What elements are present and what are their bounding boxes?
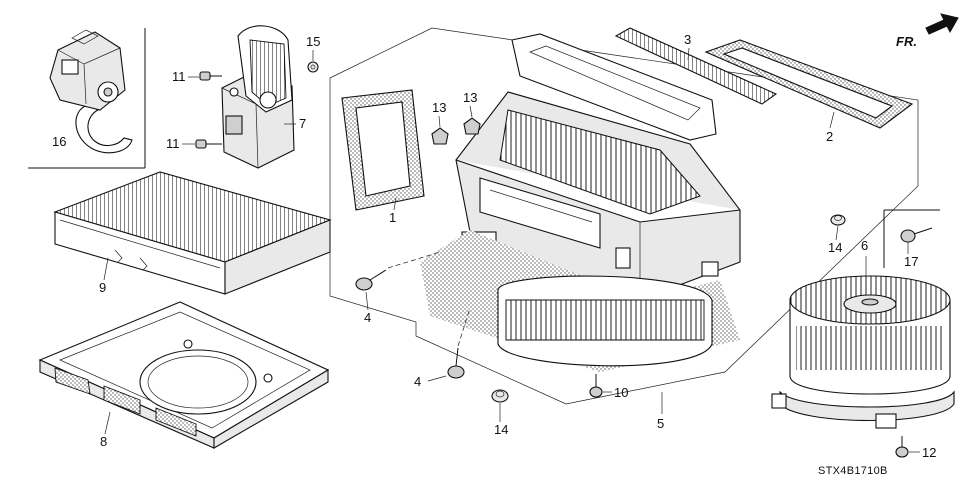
blower-housing[interactable]: [420, 33, 741, 372]
callout-14-upper: 14: [828, 240, 842, 255]
callout-16: 16: [52, 134, 66, 149]
part-14-nut-upper[interactable]: [830, 214, 846, 226]
callout-11-upper: 11: [172, 69, 186, 84]
callout-17: 17: [904, 254, 918, 269]
part-13-clip-left[interactable]: [431, 127, 449, 145]
part-15-clip[interactable]: [307, 61, 319, 73]
leader-9: [103, 257, 109, 281]
part-12-screw[interactable]: [895, 436, 909, 458]
direction-label: FR.: [896, 34, 917, 49]
inset-box-16: [28, 28, 146, 169]
callout-5: 5: [657, 416, 664, 431]
callout-13-right: 13: [463, 90, 477, 105]
part-16-mode-motor[interactable]: [49, 29, 133, 154]
callout-6: 6: [861, 238, 868, 253]
part-11-screw-lower[interactable]: [195, 139, 222, 149]
callout-7: 7: [299, 116, 306, 131]
part-17-inset-lines: [883, 209, 940, 268]
leader-4-upper-dash: [387, 251, 441, 269]
leader-4-lower: [427, 375, 447, 382]
part-11-screw-upper[interactable]: [199, 71, 222, 81]
leader-4-lower-dash: [457, 307, 471, 347]
callout-8: 8: [100, 434, 107, 449]
callout-1: 1: [389, 210, 396, 225]
callout-13-left: 13: [432, 100, 446, 115]
part-2-seal[interactable]: [704, 39, 914, 129]
callout-10: 10: [614, 385, 628, 400]
part-8-filter-lid[interactable]: [38, 301, 330, 449]
diagram-code: STX4B1710B: [818, 465, 888, 477]
leader-13-right: [469, 105, 473, 118]
leader-8: [104, 411, 111, 435]
part-4-screw-upper[interactable]: [355, 269, 387, 291]
part-1-seal-frame[interactable]: [341, 89, 425, 211]
callout-3: 3: [684, 32, 691, 47]
part-17-bolt[interactable]: [900, 227, 933, 243]
part-9-air-filter[interactable]: [53, 171, 332, 295]
leader-4-upper: [365, 291, 369, 311]
part-4-screw-lower[interactable]: [447, 347, 465, 379]
part-10-screw[interactable]: [589, 374, 603, 398]
callout-15: 15: [306, 34, 320, 49]
callout-9: 9: [99, 280, 106, 295]
front-direction-arrow-icon: [925, 13, 959, 35]
leader-2: [829, 111, 835, 129]
part-7-air-mix-motor[interactable]: [221, 25, 295, 169]
callout-2: 2: [826, 129, 833, 144]
callout-11-lower: 11: [166, 136, 180, 151]
part-3-seal-strip[interactable]: [614, 27, 778, 105]
part-6-blower-motor[interactable]: [771, 275, 955, 429]
callout-14-lower: 14: [494, 422, 508, 437]
leader-14-upper: [835, 225, 839, 241]
leader-1: [393, 197, 397, 211]
leader-3: [687, 47, 690, 61]
callout-12: 12: [922, 445, 936, 460]
callout-4-lower: 4: [414, 374, 421, 389]
callout-4-upper: 4: [364, 310, 371, 325]
leader-13-left: [438, 115, 441, 128]
part-14-nut-lower[interactable]: [491, 389, 509, 403]
part-13-clip-right[interactable]: [463, 117, 481, 135]
